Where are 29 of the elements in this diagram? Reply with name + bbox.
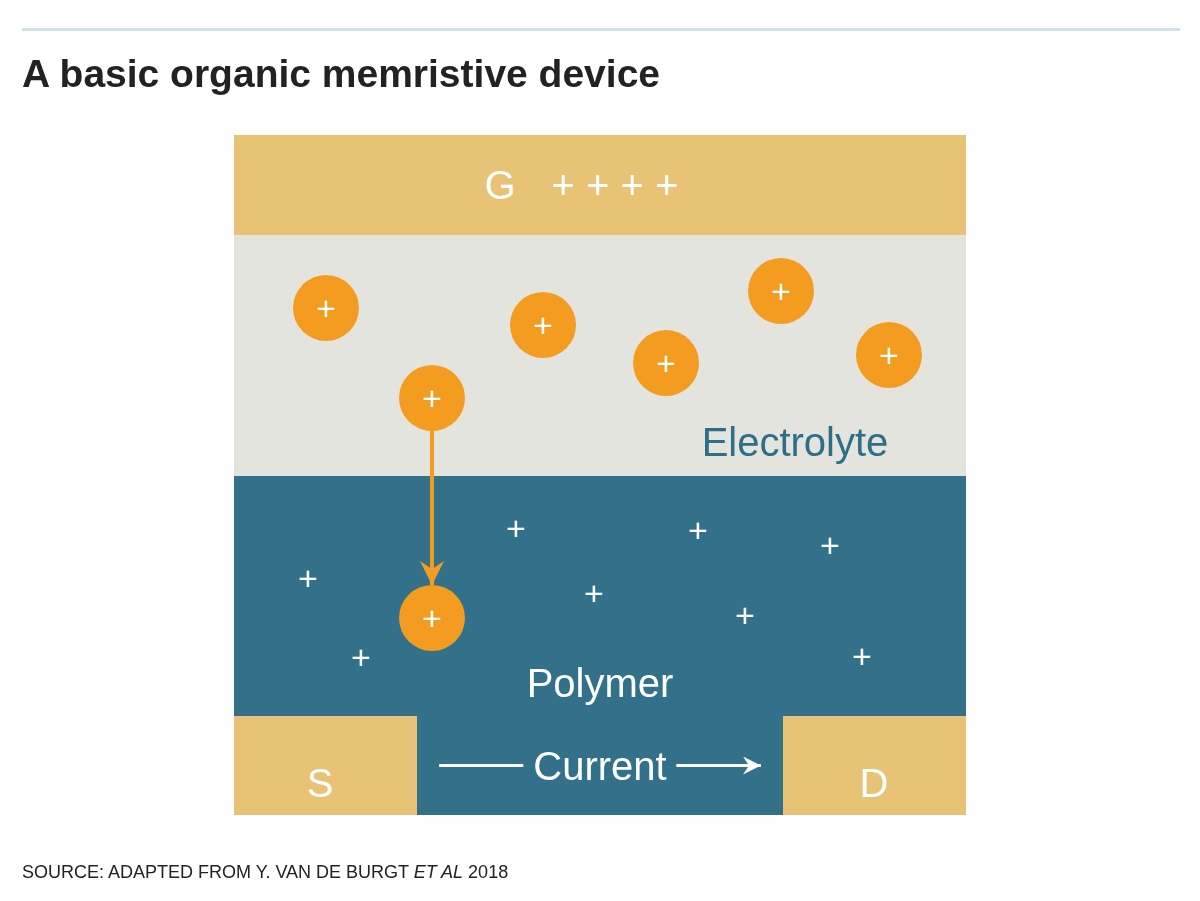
charge-sign: + [852, 639, 872, 673]
electrode-label: D [859, 760, 889, 806]
charge-sign: + [820, 528, 840, 562]
charge-sign: + [735, 598, 755, 632]
ion-circle: + [293, 275, 359, 341]
electrolyte-layer [234, 235, 966, 476]
source-electrode [234, 716, 417, 815]
title: A basic organic memristive device [22, 52, 660, 96]
ion-circle: + [748, 258, 814, 324]
layer-label: Electrolyte [701, 419, 889, 465]
polymer-layer [234, 476, 966, 716]
electrode-label: G [484, 162, 516, 208]
gate-electrode-layer [234, 135, 966, 235]
source-note: SOURCE: ADAPTED FROM Y. VAN DE BURGT ET AL 2018 [22, 862, 509, 883]
ion-circle: + [399, 365, 465, 431]
ion-circle: + [399, 585, 465, 651]
electrode-label: S [306, 760, 334, 806]
ion-circle: + [510, 292, 576, 358]
ion-circle: + [856, 322, 922, 388]
charge-sign: + [584, 576, 604, 610]
charge-sign: + [351, 640, 371, 674]
layer-label: Polymer [526, 660, 674, 706]
charge-signs: + + + + [551, 162, 679, 208]
charge-sign: + [506, 511, 526, 545]
charge-sign: + [298, 561, 318, 595]
charge-sign: + [688, 513, 708, 547]
arrow [420, 431, 444, 585]
ion-circle: + [633, 330, 699, 396]
drain-electrode [783, 716, 966, 815]
